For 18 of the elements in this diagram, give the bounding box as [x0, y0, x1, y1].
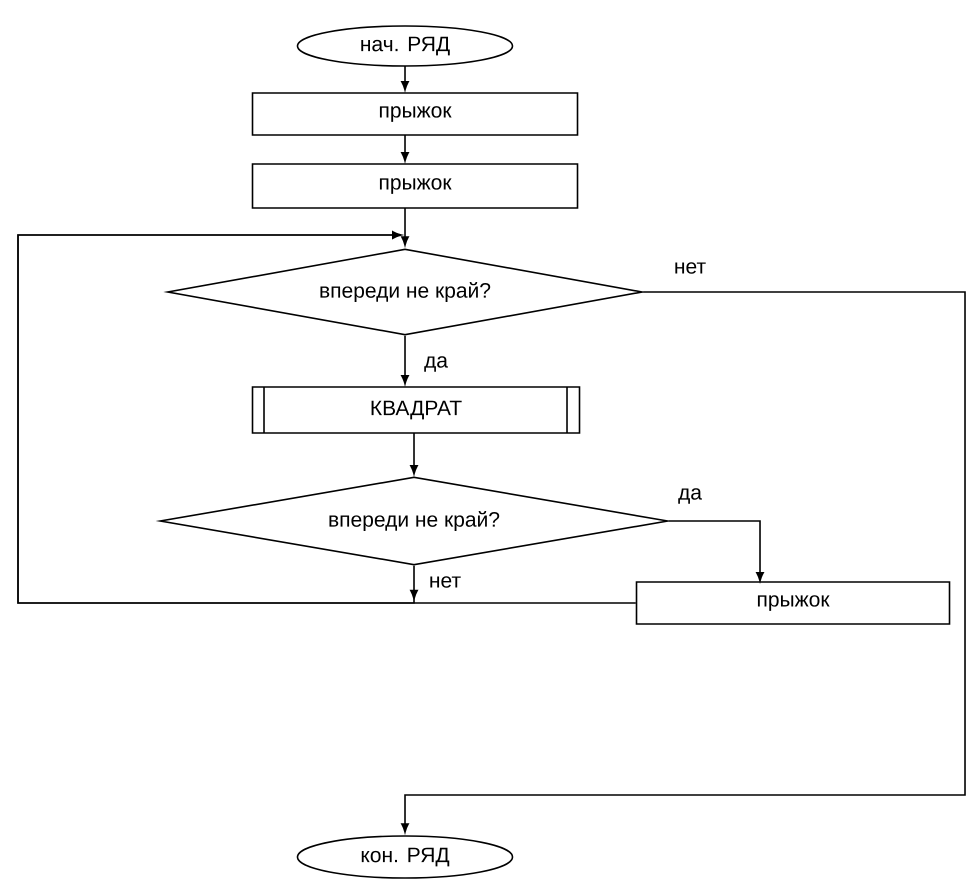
- process-box: прыжок: [252, 92, 578, 136]
- arrow: [17, 231, 636, 604]
- arrow: [401, 291, 966, 833]
- arrow: [410, 433, 418, 474]
- arrow: [401, 336, 409, 384]
- process-box: прыжок: [636, 581, 950, 625]
- arrow: [668, 520, 764, 582]
- arrow: [401, 208, 409, 246]
- terminal-oval: кон. РЯД: [296, 835, 514, 879]
- arrow: [401, 66, 409, 90]
- arrow: [401, 135, 409, 162]
- terminal-oval: нач. РЯД: [296, 25, 514, 67]
- process-box: прыжок: [252, 163, 578, 209]
- edge-label: нет: [672, 261, 708, 275]
- edge-label: да: [423, 355, 449, 373]
- edge-label: нет: [428, 575, 462, 589]
- edge-label: да: [677, 487, 703, 505]
- subroutine-box: КВАДРАТ: [252, 386, 580, 434]
